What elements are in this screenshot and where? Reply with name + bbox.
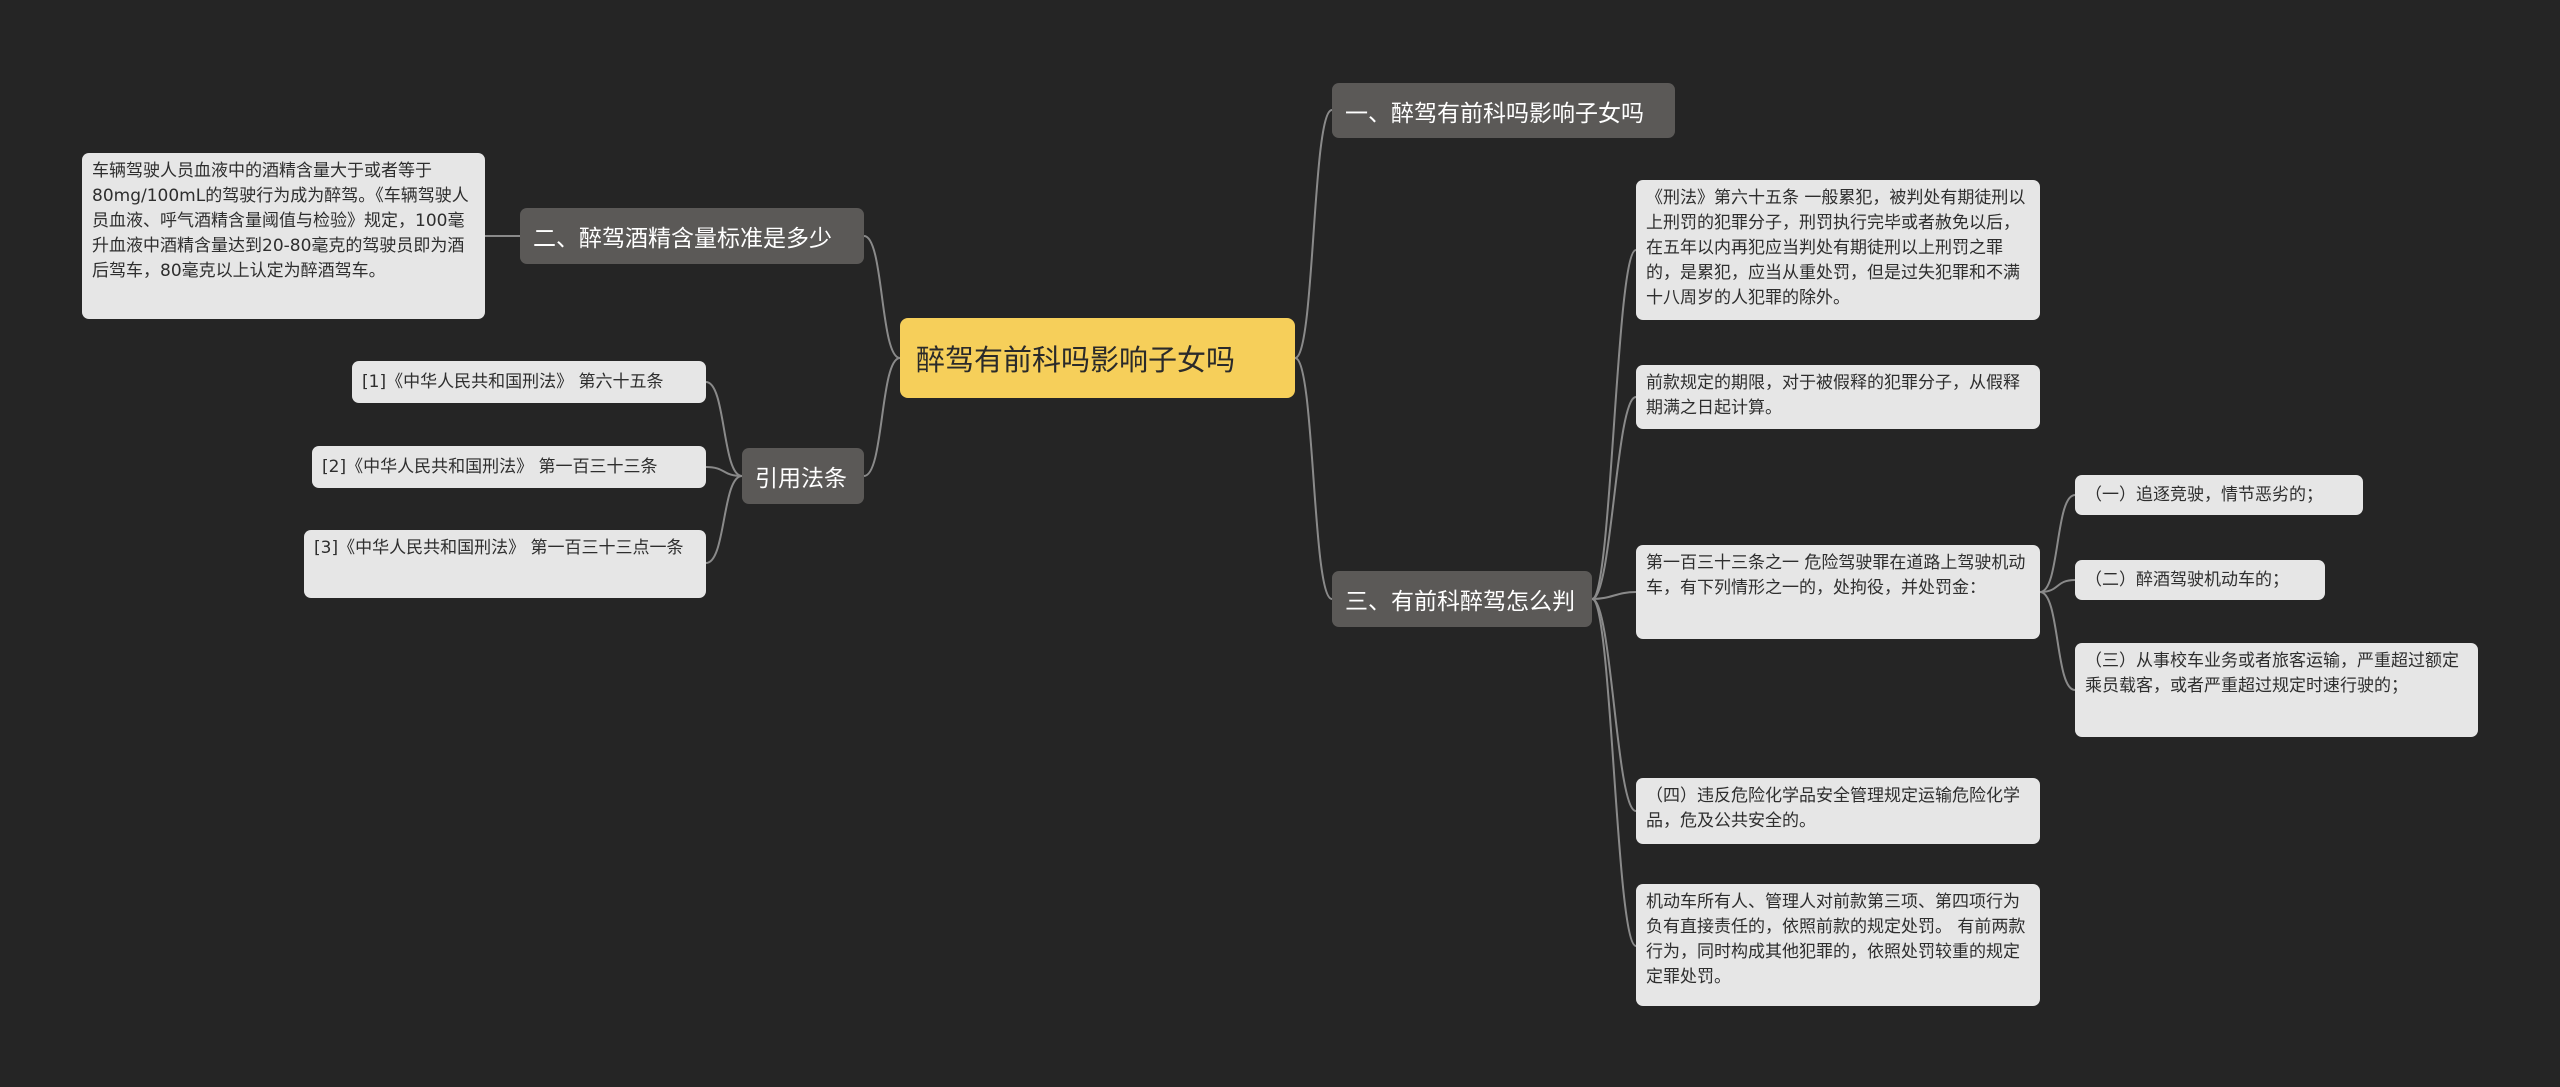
branch-label: 引用法条 (755, 466, 847, 492)
branch-cited-laws[interactable]: 引用法条 (742, 448, 864, 504)
leaf-text: （三）从事校车业务或者旅客运输，严重超过额定乘员载客，或者严重超过规定时速行驶的… (2085, 651, 2459, 696)
branch-label: 一、醉驾有前科吗影响子女吗 (1345, 100, 1644, 127)
branch-label: 三、有前科醉驾怎么判 (1345, 589, 1575, 615)
leaf-text: 前款规定的期限，对于被假释的犯罪分子，从假释期满之日起计算。 (1646, 373, 2020, 418)
leaf-hazardous-chemicals[interactable]: （四）违反危险化学品安全管理规定运输危险化学品，危及公共安全的。 (1636, 778, 2040, 844)
branch-drunk-driving-record-children[interactable]: 一、醉驾有前科吗影响子女吗 (1332, 83, 1675, 138)
leaf-text: 《刑法》第六十五条 一般累犯，被判处有期徒刑以上刑罚的犯罪分子，刑罚执行完毕或者… (1646, 188, 2026, 308)
link-root-b3 (1294, 357, 1333, 600)
link-leaf3-sub3 (2039, 591, 2076, 691)
branch-sentencing-with-record[interactable]: 三、有前科醉驾怎么判 (1332, 571, 1592, 627)
link-b3-leaf4 (1591, 598, 1637, 812)
subleaf-overload-speeding[interactable]: （三）从事校车业务或者旅客运输，严重超过额定乘员载客，或者严重超过规定时速行驶的… (2075, 643, 2478, 737)
leaf-text: 车辆驾驶人员血液中的酒精含量大于或者等于80mg/100mL的驾驶行为成为醉驾。… (92, 161, 469, 281)
link-b3-leaf1 (1591, 249, 1637, 600)
subleaf-racing[interactable]: （一）追逐竞驶，情节恶劣的； (2075, 475, 2363, 515)
leaf-text: （一）追逐竞驶，情节恶劣的； (2085, 484, 2323, 505)
leaf-text: [3]《中华人民共和国刑法》 第一百三十三点一条 (314, 538, 684, 558)
leaf-text: 机动车所有人、管理人对前款第三项、第四项行为负有直接责任的，依照前款的规定处罚。… (1646, 892, 2026, 987)
link-leaf3-sub2 (2039, 579, 2076, 593)
link-leaf3-sub1 (2039, 494, 2076, 593)
link-b4-leaf3 (705, 475, 743, 564)
leaf-article-133-1[interactable]: 第一百三十三条之一 危险驾驶罪在道路上驾驶机动车，有下列情形之一的，处拘役，并处… (1636, 545, 2040, 639)
root-topic[interactable]: 醉驾有前科吗影响子女吗 (900, 318, 1295, 398)
leaf-alcohol-standard-detail[interactable]: 车辆驾驶人员血液中的酒精含量大于或者等于80mg/100mL的驾驶行为成为醉驾。… (82, 153, 485, 319)
leaf-text: [2]《中华人民共和国刑法》 第一百三十三条 (322, 456, 658, 477)
leaf-text: 第一百三十三条之一 危险驾驶罪在道路上驾驶机动车，有下列情形之一的，处拘役，并处… (1646, 553, 2026, 598)
leaf-text: （四）违反危险化学品安全管理规定运输危险化学品，危及公共安全的。 (1646, 786, 2020, 831)
link-root-b1 (1294, 109, 1333, 359)
branch-label: 二、醉驾酒精含量标准是多少 (533, 226, 832, 252)
leaf-citation-2[interactable]: [2]《中华人民共和国刑法》 第一百三十三条 (312, 446, 706, 488)
branch-alcohol-standard[interactable]: 二、醉驾酒精含量标准是多少 (520, 208, 864, 264)
leaf-text: [1]《中华人民共和国刑法》 第六十五条 (362, 371, 664, 392)
link-b3-leaf5 (1591, 598, 1637, 947)
link-b4-leaf1 (705, 381, 743, 477)
link-b3-leaf3 (1591, 591, 1637, 600)
link-b3-leaf2 (1591, 396, 1637, 600)
leaf-owner-liability[interactable]: 机动车所有人、管理人对前款第三项、第四项行为负有直接责任的，依照前款的规定处罚。… (1636, 884, 2040, 1006)
leaf-citation-3[interactable]: [3]《中华人民共和国刑法》 第一百三十三点一条 (304, 530, 706, 598)
leaf-text: （二）醉酒驾驶机动车的； (2085, 569, 2289, 590)
link-root-b4 (863, 357, 901, 477)
root-topic-label: 醉驾有前科吗影响子女吗 (916, 343, 1236, 377)
link-root-b2 (863, 235, 901, 359)
leaf-criminal-law-article-65[interactable]: 《刑法》第六十五条 一般累犯，被判处有期徒刑以上刑罚的犯罪分子，刑罚执行完毕或者… (1636, 180, 2040, 320)
leaf-citation-1[interactable]: [1]《中华人民共和国刑法》 第六十五条 (352, 361, 706, 403)
subleaf-drunk-driving[interactable]: （二）醉酒驾驶机动车的； (2075, 560, 2325, 600)
leaf-parole-period[interactable]: 前款规定的期限，对于被假释的犯罪分子，从假释期满之日起计算。 (1636, 365, 2040, 429)
link-b4-leaf2 (705, 466, 743, 477)
